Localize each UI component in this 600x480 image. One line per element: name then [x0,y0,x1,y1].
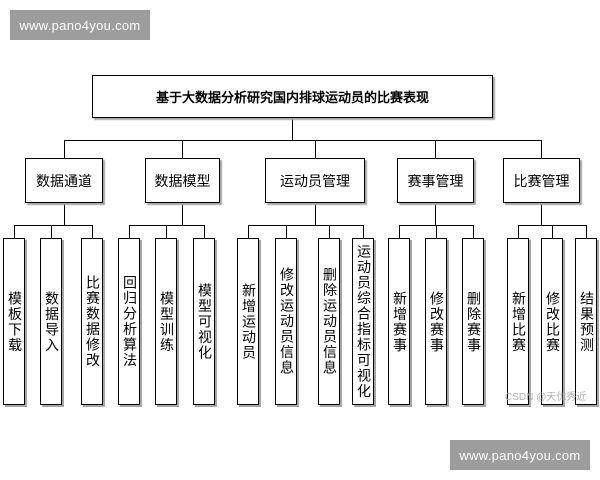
category-label: 赛事管理 [407,173,464,190]
category-node-data-channel: 数据通道 [25,158,103,203]
leaf-node-regression-analysis-algorithm: 回归分析算法 [118,238,140,405]
leaf-node-result-prediction: 结果预测 [575,238,597,405]
root-node: 基于大数据分析研究国内排球运动员的比赛表现 [92,75,493,118]
leaf-label: 运动员综合指标可视化 [355,244,371,399]
leaf-node-delete-athlete-info: 删除运动员信息 [318,238,340,405]
leaf-node-model-training: 模型训练 [155,238,177,405]
leaf-label: 修改比赛 [544,290,560,353]
leaf-label: 模型可视化 [196,282,212,361]
leaf-node-edit-event: 修改赛事 [425,238,447,405]
leaf-node-athlete-composite-metrics-visualization: 运动员综合指标可视化 [352,238,374,405]
watermark-top-left: www.pano4you.com [10,10,150,40]
csdn-credit-watermark: CSDN @天优秀近 [505,392,587,403]
watermark-bottom-right: www.pano4you.com [450,440,590,470]
leaf-label: 数据导入 [43,290,59,353]
category-node-match-management: 比赛管理 [503,158,580,203]
leaf-node-template-download: 模板下载 [3,238,25,405]
leaf-label: 新增赛事 [391,290,407,353]
leaf-label: 删除运动员信息 [321,267,337,376]
leaf-node-edit-athlete-info: 修改运动员信息 [275,238,297,405]
category-node-data-model: 数据模型 [145,158,220,203]
leaf-node-edit-match: 修改比赛 [541,238,563,405]
leaf-label: 新增比赛 [510,290,526,353]
category-label: 比赛管理 [513,173,570,190]
leaf-label: 修改运动员信息 [278,267,294,376]
leaf-node-add-match: 新增比赛 [507,238,529,405]
leaf-label: 模型训练 [158,290,174,353]
category-node-event-management: 赛事管理 [397,158,474,203]
leaf-label: 结果预测 [578,290,594,353]
category-label: 数据通道 [36,173,92,190]
leaf-node-model-visualization: 模型可视化 [193,238,215,405]
leaf-label: 新增运动员 [240,282,256,361]
leaf-node-add-event: 新增赛事 [388,238,410,405]
leaf-node-delete-event: 删除赛事 [462,238,484,405]
leaf-node-data-import: 数据导入 [40,238,62,405]
root-title: 基于大数据分析研究国内排球运动员的比赛表现 [155,91,429,106]
category-label: 运动员管理 [280,173,350,190]
category-node-athlete-management: 运动员管理 [265,158,365,203]
leaf-node-add-athlete: 新增运动员 [237,238,259,405]
category-label: 数据模型 [154,173,211,190]
leaf-label: 模板下载 [6,290,22,353]
leaf-label: 比赛数据修改 [84,275,100,368]
leaf-label: 回归分析算法 [121,275,137,368]
leaf-label: 删除赛事 [465,290,481,353]
leaf-label: 修改赛事 [428,290,444,353]
leaf-node-match-data-edit: 比赛数据修改 [81,238,103,405]
